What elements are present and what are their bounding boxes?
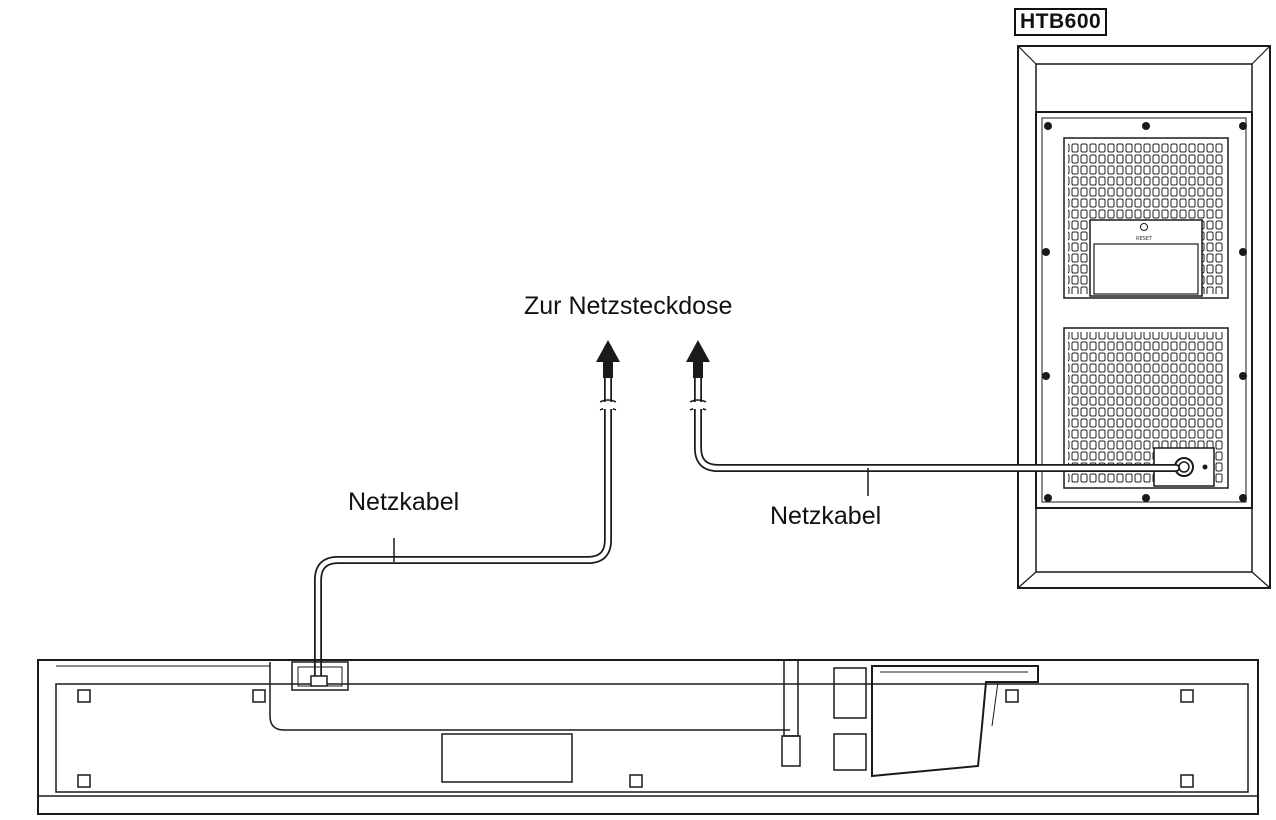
power-cable-label-left: Netzkabel <box>348 488 460 516</box>
soundbar-back-panel <box>55 683 1249 793</box>
reset-label: RESET <box>1136 236 1153 242</box>
soundbar <box>37 659 1259 815</box>
soundbar-connector-housing <box>871 665 1039 778</box>
outlet-label: Zur Netzsteckdose <box>524 292 733 320</box>
subwoofer-outer-frame <box>1017 45 1271 589</box>
subwoofer-screws <box>1042 122 1247 502</box>
soundbar-cable-inlet <box>291 661 349 691</box>
lower-vent-grille <box>1063 327 1229 489</box>
model-badge: HTB600 <box>1014 8 1108 36</box>
cable-left <box>314 366 612 682</box>
subwoofer-back-panel <box>1035 111 1253 509</box>
outlet-arrow-right <box>686 340 710 378</box>
mounting-holes <box>77 689 1194 788</box>
soundbar-port-lower <box>833 733 867 771</box>
soundbar-port-upper <box>833 667 867 719</box>
soundbar-outer <box>37 659 1259 815</box>
power-cable-label-right: Netzkabel <box>770 502 882 530</box>
subwoofer <box>1017 45 1271 589</box>
upper-vent-grille <box>1063 137 1229 299</box>
reset-button-icon <box>1140 223 1148 231</box>
cable-break-marks <box>599 399 707 411</box>
soundbar-label-plate <box>441 733 573 783</box>
outlet-arrow-left <box>596 340 620 378</box>
cable-right <box>694 366 1180 472</box>
